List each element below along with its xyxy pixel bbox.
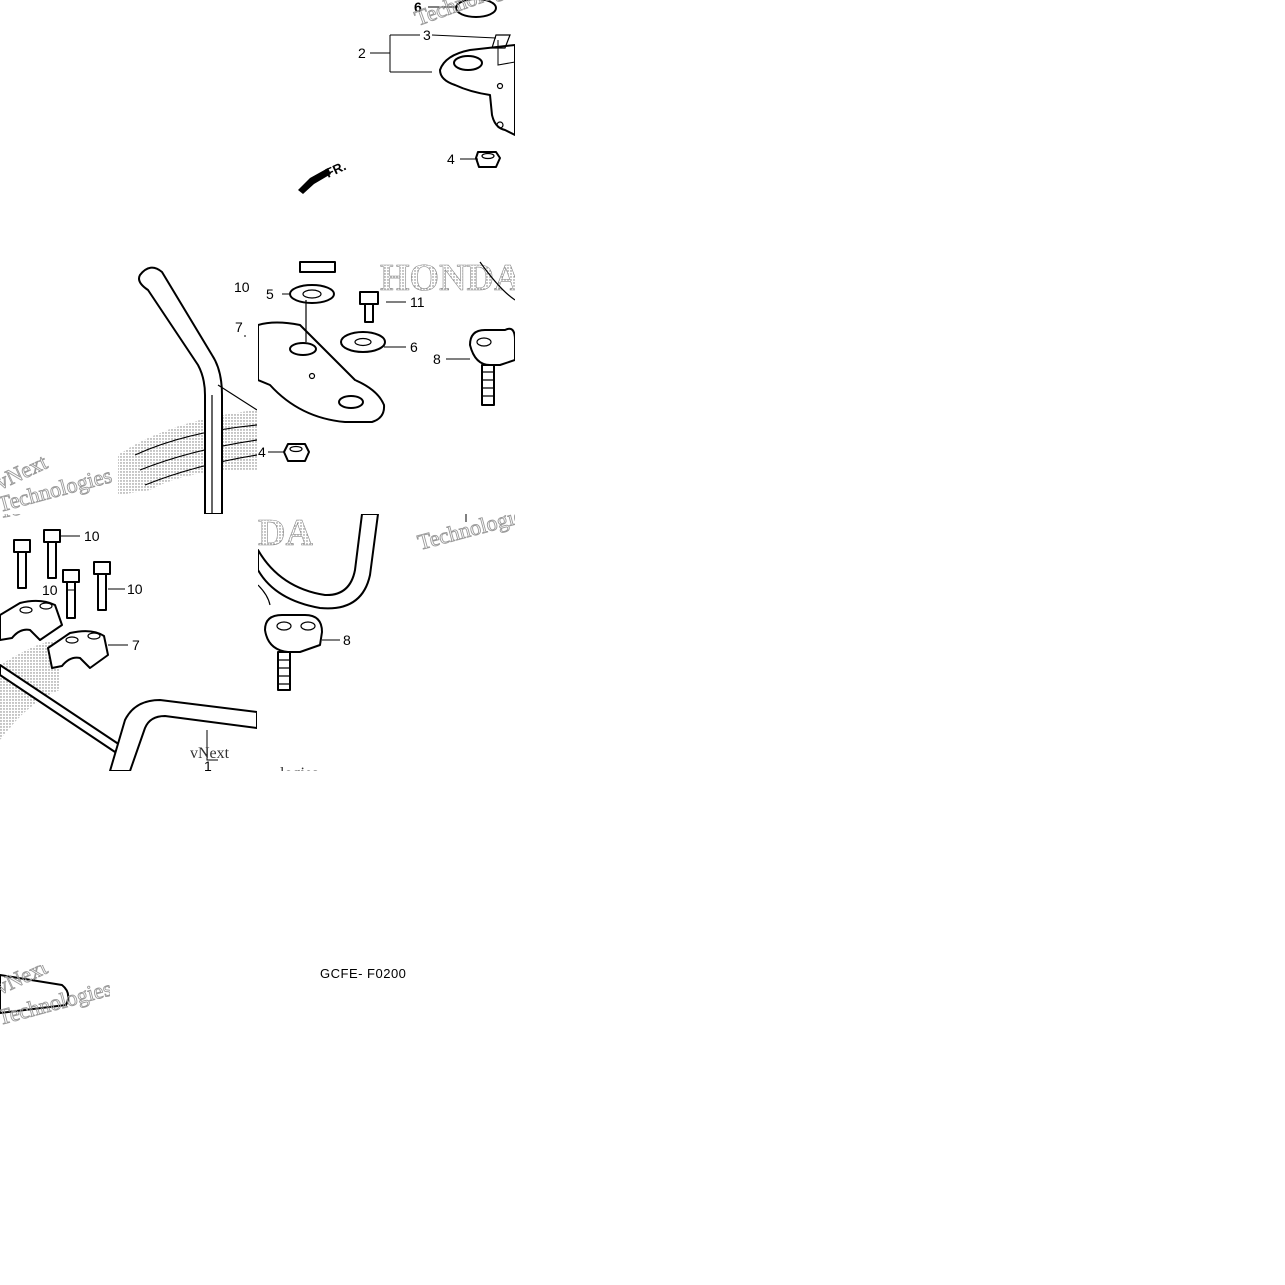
washer-part bbox=[289, 284, 335, 304]
nut-part bbox=[475, 151, 501, 168]
diagram-tile-handlebar-upper: vNext Technologies bbox=[0, 257, 257, 514]
callout-1: 1 bbox=[204, 758, 212, 771]
callout-10: 10 bbox=[127, 581, 143, 597]
diagram-tile-top-bridge-exploded: HONDA bbox=[258, 257, 515, 514]
diagram-tile-handlebar-holders: 10 10 10 7 1 vNext Technologies bbox=[0, 514, 257, 771]
lower-holder-part bbox=[264, 614, 323, 691]
handlebar-pipe-part bbox=[138, 266, 223, 514]
diagram-fragment-bottom: vNext Technologies bbox=[0, 965, 110, 1030]
flange-nut-part bbox=[299, 261, 336, 273]
callout-10: 10 bbox=[234, 279, 250, 295]
callout-group-left-edge: 10 7 bbox=[234, 279, 250, 337]
callout-8: 8 bbox=[343, 632, 351, 648]
callout-8: 8 bbox=[433, 351, 441, 367]
callout-6: 6 bbox=[410, 339, 418, 355]
handlebar-pipe-part bbox=[109, 699, 257, 771]
watermark-text: vNext bbox=[190, 745, 230, 762]
callout-7: 7 bbox=[132, 637, 140, 653]
lower-holder-part bbox=[469, 327, 515, 406]
rubber-washer-part bbox=[455, 0, 497, 18]
watermark-brand: DA bbox=[258, 514, 313, 554]
handlebar-pipe-part bbox=[258, 514, 379, 610]
flange-bolt-part bbox=[62, 569, 80, 619]
callout-10: 10 bbox=[84, 528, 100, 544]
watermark-text: logies bbox=[280, 765, 318, 771]
diagram-tile-top-bridge: 6 2 3 4 11 FR. Technologies vNext bbox=[258, 0, 515, 257]
callout-3: 3 bbox=[423, 27, 431, 43]
callout-7: 7 bbox=[235, 319, 243, 335]
callout-2: 2 bbox=[358, 45, 366, 61]
callout-5: 5 bbox=[266, 286, 274, 302]
diagram-tile-lower-holder: DA 8 Technologies logies bbox=[258, 514, 515, 771]
watermark-brand: HONDA bbox=[380, 257, 515, 299]
rubber-washer-part bbox=[340, 331, 386, 353]
watermark-text: Technologies bbox=[415, 514, 515, 555]
flange-bolt-part bbox=[359, 291, 379, 323]
upper-holder-part bbox=[47, 630, 109, 669]
flange-bolt-part bbox=[93, 561, 111, 611]
flange-bolt-part bbox=[13, 539, 31, 589]
callout-6: 6 bbox=[414, 0, 422, 15]
callout-4: 4 bbox=[258, 444, 266, 460]
callout-10: 10 bbox=[42, 582, 58, 598]
front-marker: FR. bbox=[323, 158, 348, 180]
flange-bolt-part bbox=[43, 529, 61, 579]
callout-11: 11 bbox=[410, 294, 425, 310]
watermark-text: Technologies bbox=[0, 514, 116, 523]
diagram-reference-code: GCFE- F0200 bbox=[320, 966, 407, 981]
front-arrow-icon bbox=[298, 168, 331, 194]
callout-4: 4 bbox=[447, 151, 455, 167]
upper-holder-part bbox=[0, 599, 63, 641]
